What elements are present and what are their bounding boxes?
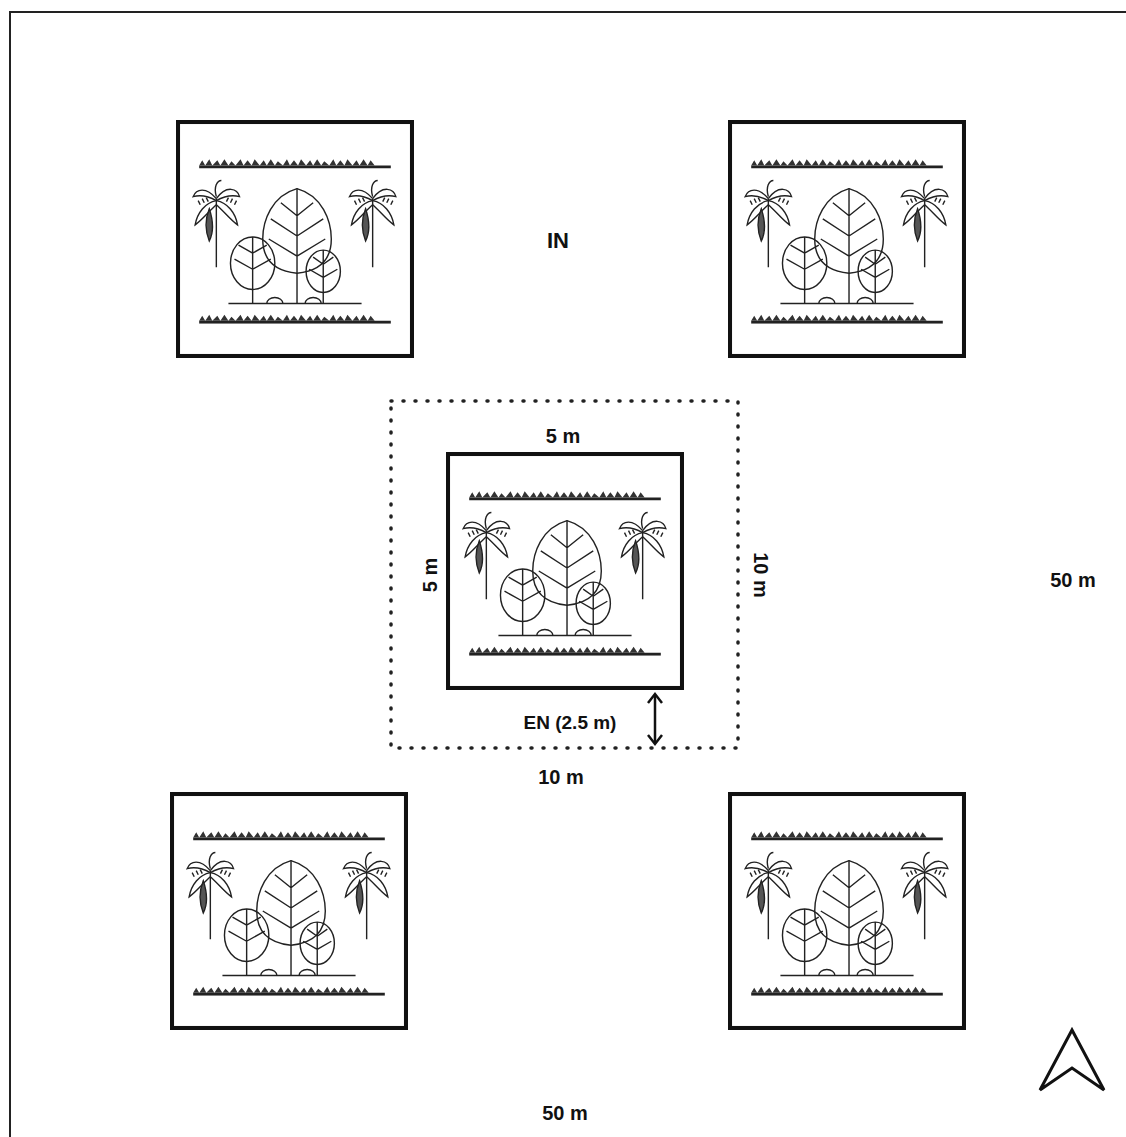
dimension-label: 50 m	[542, 1102, 588, 1124]
north-arrow	[1040, 1030, 1104, 1090]
plot-square	[730, 794, 964, 1028]
edge-buffer	[391, 401, 738, 748]
zone-label: IN	[547, 229, 569, 253]
dimension-label: 10 m	[538, 766, 584, 788]
dimension-arrow	[648, 694, 662, 744]
dimension-label: 5 m	[419, 558, 441, 592]
plot-square	[730, 122, 964, 356]
zone-label: EN (2.5 m)	[524, 713, 617, 734]
plot-square	[178, 122, 412, 356]
dimension-label: 50 m	[1050, 569, 1096, 591]
plot-square	[172, 794, 406, 1028]
dimension-label: 5 m	[546, 425, 580, 447]
dimension-label: 10 m	[750, 552, 772, 598]
plot-square	[448, 454, 682, 688]
